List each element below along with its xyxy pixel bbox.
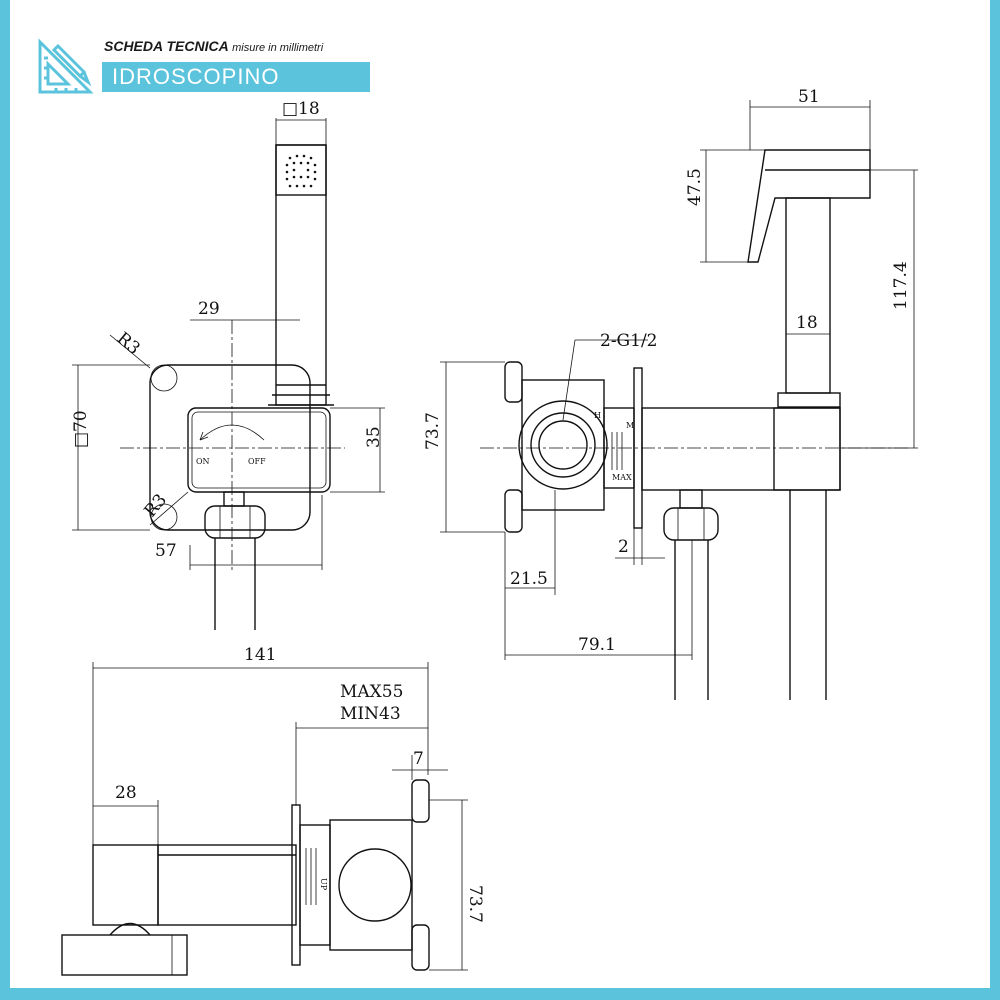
product-name-banner: IDROSCOPINO — [102, 62, 370, 92]
frame-right-border — [990, 0, 1000, 1000]
front-dim-offset: 29 — [198, 299, 220, 319]
bottom-shower-head — [92, 844, 159, 926]
side-dim-total-height: 117.4 — [891, 261, 911, 310]
bottom-dim-total: 141 — [244, 645, 276, 665]
front-radius-top: R3 — [113, 329, 144, 360]
front-control-body — [187, 407, 331, 493]
side-dim-head-width: 51 — [798, 87, 820, 107]
spray-nozzles — [285, 154, 317, 188]
front-hose-nut — [204, 505, 266, 539]
side-label-m: M — [626, 421, 634, 430]
bottom-dim-flange: 7 — [413, 749, 424, 769]
bottom-valve-port — [338, 848, 412, 922]
front-shower-handle — [275, 144, 327, 406]
sheet-title: SCHEDA TECNICA misure in millimetri — [104, 38, 323, 54]
side-label-h: H — [594, 411, 601, 420]
front-wall-plate — [149, 364, 311, 531]
side-dim-handle: 18 — [796, 313, 818, 333]
side-hose-nut — [663, 507, 719, 541]
side-dim-body-height: 73.7 — [423, 412, 443, 450]
side-valve-port — [518, 400, 608, 490]
ruler-pencil-icon — [38, 38, 94, 94]
side-shower-handle — [785, 197, 831, 394]
frame-left-border — [0, 0, 10, 1000]
side-view: 51 47.5 117.4 18 H M MAX — [423, 87, 918, 700]
bottom-dim-head: 28 — [115, 783, 137, 803]
side-dim-head-height: 47.5 — [685, 168, 705, 206]
label-on: ON — [196, 457, 210, 466]
bottom-dim-height: 73.7 — [465, 885, 485, 923]
front-shower-head — [275, 144, 327, 196]
side-dim-length: 79.1 — [578, 635, 616, 655]
bottom-dim-min: MIN43 — [340, 704, 401, 724]
side-label-max: MAX — [612, 473, 632, 482]
bottom-dim-max: MAX55 — [340, 682, 403, 702]
bottom-horizontal-body — [157, 844, 297, 926]
front-radius-bottom: R3 — [141, 490, 172, 521]
front-dim-plate: □70 — [71, 410, 91, 448]
side-dim-offset: 21.5 — [510, 569, 548, 589]
front-view: □18 ON OFF □70 — [71, 99, 385, 630]
rotation-arrow-icon — [199, 424, 265, 441]
side-dim-thread: 2-G1/2 — [600, 331, 658, 351]
side-horizontal-body — [641, 407, 841, 491]
side-valve-body — [521, 379, 605, 511]
bottom-label-up: UP — [319, 878, 328, 891]
sheet-subtitle: misure in millimetri — [232, 42, 324, 54]
front-dim-depth: 57 — [155, 541, 177, 561]
side-shower-head — [747, 149, 871, 263]
frame-bottom-border — [0, 988, 1000, 1000]
bottom-view: 141 MAX55 MIN43 7 28 — [61, 645, 485, 976]
sheet-header: SCHEDA TECNICA misure in millimetri IDRO… — [36, 38, 376, 96]
sheet-title-text: SCHEDA TECNICA — [104, 38, 229, 54]
front-dim-body-height: 35 — [364, 426, 384, 448]
front-dim-width: □18 — [282, 99, 320, 119]
bottom-valve-body — [329, 819, 413, 951]
label-off: OFF — [248, 457, 266, 466]
side-dim-gap: 2 — [618, 537, 629, 557]
bottom-hose-fitting — [61, 934, 188, 976]
